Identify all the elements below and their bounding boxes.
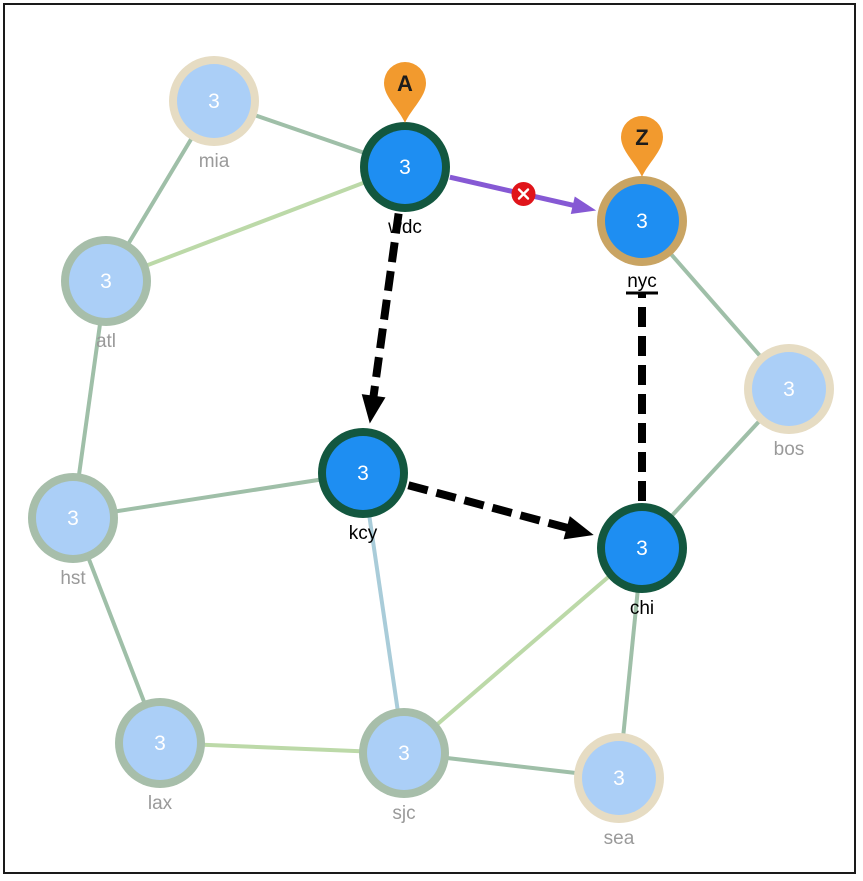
node-label: sea: [604, 828, 635, 849]
map-pin-icon: [384, 62, 426, 123]
node-body: [326, 436, 400, 510]
node-mia[interactable]: 3 mia: [169, 56, 259, 172]
node-value: 3: [100, 270, 112, 293]
node-value: 3: [636, 537, 648, 560]
node-value: 3: [399, 156, 411, 179]
link-sjc-chi: [402, 546, 644, 755]
node-body: [605, 511, 679, 585]
node-label: sjc: [392, 803, 415, 824]
node-label: bos: [774, 439, 805, 460]
path-layer: [361, 174, 658, 540]
node-body: [605, 184, 679, 258]
link-atl-wdc: [105, 165, 406, 283]
node-label: hst: [60, 568, 86, 589]
node-body: [752, 352, 826, 426]
node-label: wdc: [387, 217, 422, 238]
node-body: [582, 741, 656, 815]
node-hst[interactable]: 3 hst: [28, 473, 118, 589]
destination-marker: Z: [621, 116, 663, 177]
node-lax[interactable]: 3 lax: [115, 698, 205, 814]
source-marker: A: [384, 62, 426, 123]
node-chi[interactable]: 3 chi: [597, 503, 687, 619]
destination-letter: Z: [635, 125, 648, 150]
nodes-layer: 3 mia 3 wdc 3 nyc 3 atl 3 bos 3 kcy 3 hst 3 chi 3 lax 3 sjc…: [28, 56, 834, 849]
map-pin-icon: [621, 116, 663, 177]
node-label: lax: [148, 793, 173, 814]
path-chi-nyc: [626, 291, 658, 501]
node-body: [177, 64, 251, 138]
node-sea[interactable]: 3 sea: [574, 733, 664, 849]
node-value: 3: [613, 767, 625, 790]
arrowhead-icon: [361, 394, 386, 424]
node-label: chi: [630, 598, 654, 619]
node-body: [123, 706, 197, 780]
node-value: 3: [783, 378, 795, 401]
node-nyc[interactable]: 3 nyc: [597, 176, 687, 292]
node-wdc[interactable]: 3 wdc: [360, 122, 450, 238]
node-kcy[interactable]: 3 kcy: [318, 428, 408, 544]
path-kcy-chi: [407, 481, 594, 540]
node-body: [69, 244, 143, 318]
node-value: 3: [357, 462, 369, 485]
blocked-link: [449, 174, 597, 215]
path-wdc-kcy: [361, 213, 403, 424]
node-value: 3: [67, 507, 79, 530]
node-atl[interactable]: 3 atl: [61, 236, 151, 352]
node-label: mia: [199, 151, 230, 172]
node-body: [367, 716, 441, 790]
source-letter: A: [397, 71, 413, 96]
node-value: 3: [208, 90, 220, 113]
node-value: 3: [398, 742, 410, 765]
arrowhead-icon: [570, 196, 597, 215]
node-label: kcy: [349, 523, 378, 544]
node-body: [368, 130, 442, 204]
node-body: [36, 481, 110, 555]
link-sjc-kcy: [361, 472, 406, 754]
arrowhead-icon: [563, 516, 594, 540]
markers-layer: AZ: [384, 62, 663, 177]
node-bos[interactable]: 3 bos: [744, 344, 834, 460]
node-value: 3: [154, 732, 166, 755]
node-value: 3: [636, 210, 648, 233]
node-sjc[interactable]: 3 sjc: [359, 708, 449, 824]
link-hst-kcy: [72, 471, 364, 520]
close-icon: [511, 182, 536, 206]
node-label: nyc: [627, 271, 657, 292]
node-label: atl: [96, 331, 116, 352]
